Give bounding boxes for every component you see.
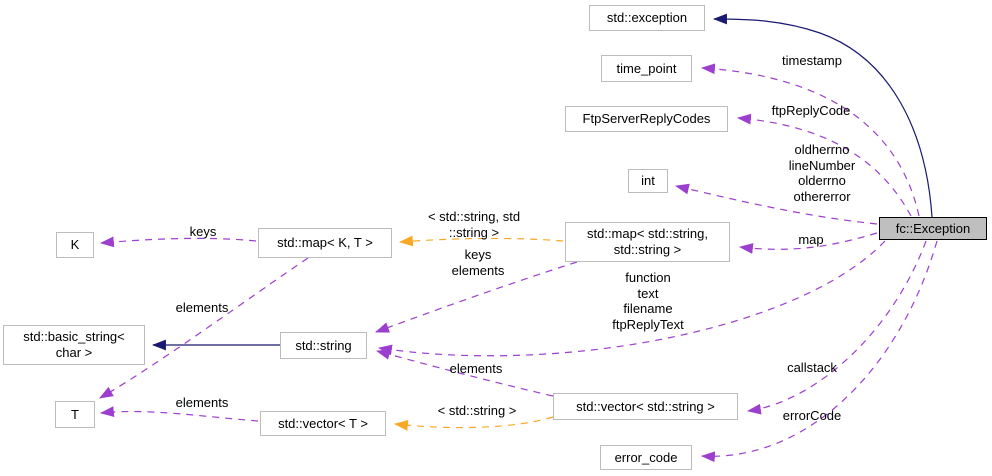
node-int[interactable]: int <box>628 169 668 193</box>
edge-map-template-instantiation <box>398 235 564 247</box>
node-time-point[interactable]: time_point <box>601 55 692 82</box>
node-error-code[interactable]: error_code <box>600 445 692 470</box>
edge-map-keys-elements <box>374 261 578 333</box>
edge-keys <box>99 236 257 248</box>
edge-map <box>738 232 878 254</box>
edge-errorcode <box>700 240 938 463</box>
edge-label-map-elements: elements <box>175 300 229 315</box>
edge-label-keys-elements: keys elements <box>451 247 505 278</box>
edge-timestamp <box>700 63 920 217</box>
edge-label-map: map <box>798 232 824 247</box>
edge-label-callstack: callstack <box>787 360 837 375</box>
node-map-k-t[interactable]: std::map< K, T > <box>258 228 392 258</box>
node-std-string[interactable]: std::string <box>280 332 367 359</box>
edge-callstack <box>746 240 927 415</box>
edge-inheritance-std-exception <box>712 13 933 218</box>
edge-label-map-template-args: < std::string, std ::string > <box>427 209 521 240</box>
edge-label-ftpreplycode: ftpReplyCode <box>771 103 851 118</box>
edge-label-timestamp: timestamp <box>782 53 842 68</box>
node-basic-string-char[interactable]: std::basic_string< char > <box>3 325 145 365</box>
edge-string-members <box>377 240 886 357</box>
edge-label-vector-template-args: < std::string > <box>437 403 517 418</box>
node-fc-exception[interactable]: fc::Exception <box>879 217 987 240</box>
node-map-string-string[interactable]: std::map< std::string, std::string > <box>565 222 730 262</box>
node-t[interactable]: T <box>55 401 95 428</box>
node-std-exception[interactable]: std::exception <box>589 5 705 31</box>
edge-label-string-members: function text filename ftpReplyText <box>612 270 684 332</box>
edge-vector-t-elements <box>99 406 259 422</box>
node-k[interactable]: K <box>56 232 94 258</box>
edge-vector-template-instantiation <box>393 416 554 431</box>
edge-label-int-members: oldherrno lineNumber olderrno othererror <box>788 142 856 204</box>
node-ftpserverreplycodes[interactable]: FtpServerReplyCodes <box>565 106 728 132</box>
node-vector-t[interactable]: std::vector< T > <box>260 411 386 436</box>
node-vector-string[interactable]: std::vector< std::string > <box>553 393 738 420</box>
edge-label-vector-elements: elements <box>449 361 503 376</box>
edge-map-elements-t <box>99 257 309 399</box>
edge-vector-elements-string <box>375 349 554 397</box>
edge-label-errorcode: errorCode <box>782 408 842 423</box>
edge-label-vector-t-elements: elements <box>175 395 229 410</box>
edge-label-keys: keys <box>189 224 217 239</box>
